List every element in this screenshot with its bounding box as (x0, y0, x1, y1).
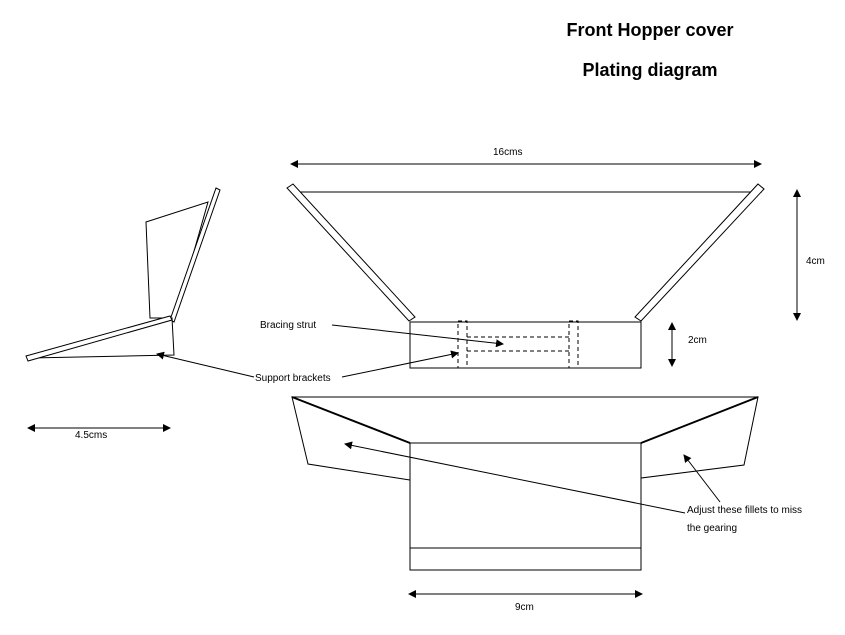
front-view (286, 183, 765, 369)
support-brackets-label: Support brackets (255, 373, 331, 384)
bracing-strut-leader (331, 324, 504, 348)
dimension-side-depth-label: 4.5cms (75, 430, 107, 441)
fillets-label-line1: Adjust these fillets to miss (687, 505, 802, 516)
dimension-top-width-label: 16cms (493, 147, 522, 158)
dimension-bottom-width-label: 9cm (515, 602, 534, 613)
support-brackets-leader-right (341, 350, 459, 378)
front-view-lower-panel (409, 321, 642, 369)
support-brackets-leader-left (156, 351, 255, 378)
plan-view-centre-panel (409, 442, 642, 571)
diagram-subtitle: Plating diagram (582, 60, 718, 80)
plan-view-right-fillet (640, 396, 759, 479)
plan-view (291, 396, 759, 571)
front-view-right-plate (634, 183, 765, 322)
side-view-base-plate (25, 315, 173, 362)
dimension-height-label: 4cm (806, 256, 825, 267)
side-view (25, 187, 221, 362)
plan-view-left-fillet (291, 396, 411, 481)
diagram-title: Front Hopper cover (566, 20, 734, 40)
front-view-left-plate (286, 183, 416, 322)
dimension-strut-height-label: 2cm (688, 335, 707, 346)
side-view-upright-plate (169, 187, 221, 323)
bracing-strut-label: Bracing strut (260, 320, 316, 331)
fillets-leader-left (344, 441, 686, 514)
fillets-leader-right (683, 454, 721, 503)
bracing-strut (457, 320, 579, 369)
fillets-label-line2: the gearing (687, 523, 737, 534)
